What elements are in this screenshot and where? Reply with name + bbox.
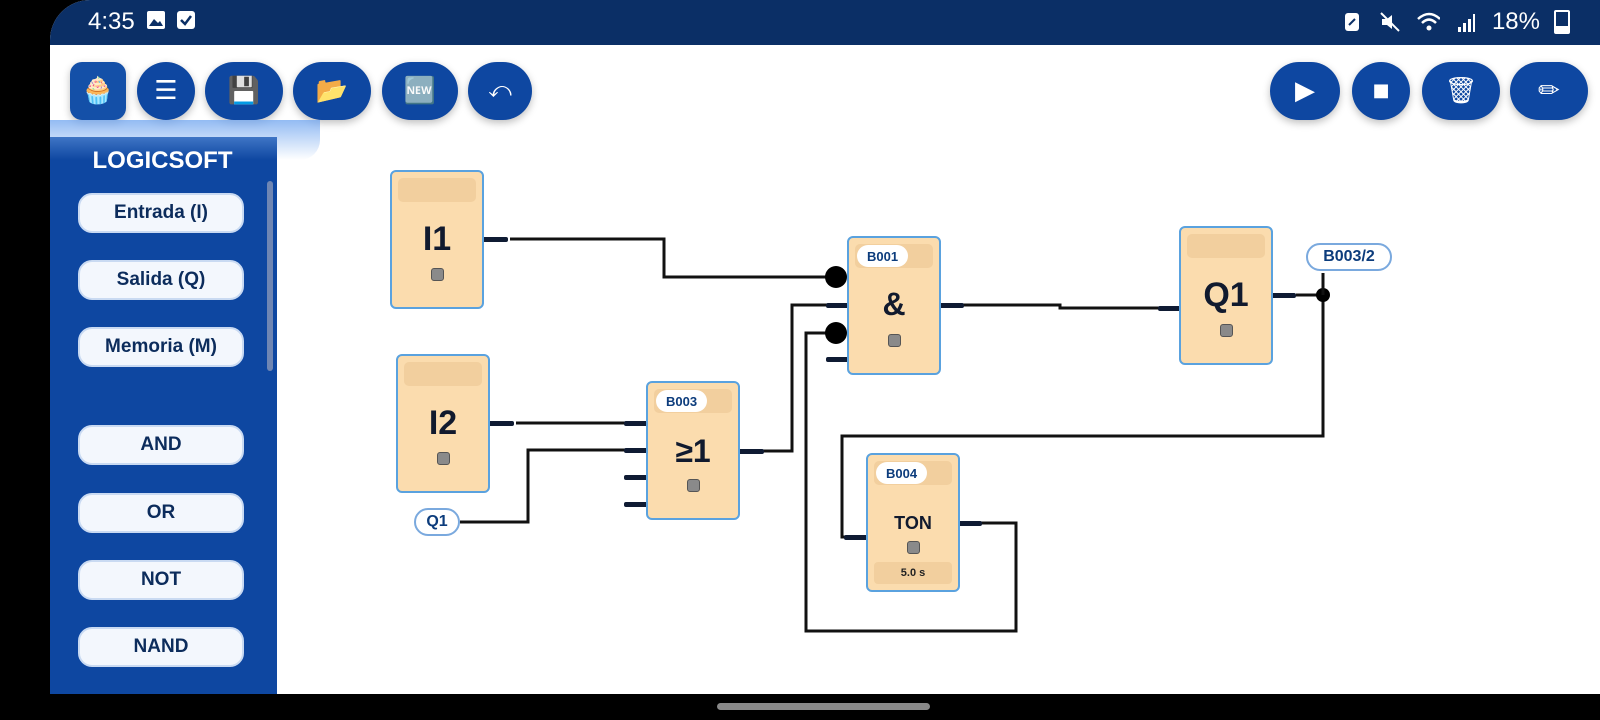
floppy-disk-icon: 💾 [227, 76, 261, 106]
pin [844, 535, 868, 540]
signal-icon [1454, 10, 1478, 34]
brand-title: LOGICSOFT [92, 147, 233, 174]
block-label: & [882, 286, 906, 322]
delete-button[interactable]: 🗑 [1422, 62, 1500, 120]
trash-icon: 🗑 [1444, 76, 1478, 106]
sidebar-item-and[interactable]: AND [78, 425, 244, 465]
block-id-tag: B001 [857, 245, 909, 267]
status-time: 4:35 [88, 8, 135, 35]
status-led [687, 479, 700, 492]
block-i1[interactable]: I1 [390, 170, 484, 309]
sidebar-item-or[interactable]: OR [78, 493, 244, 533]
pin [738, 449, 764, 454]
battery-icon [1554, 10, 1570, 34]
net-label-q1[interactable]: Q1 [414, 508, 460, 536]
battery-percent: 18% [1491, 8, 1540, 35]
check-box-icon [176, 10, 196, 30]
status-led [888, 334, 901, 347]
mute-icon [1378, 10, 1402, 34]
wire-layer [460, 237, 1330, 633]
sidebar-scrollbar[interactable] [267, 181, 273, 371]
sidebar-item-not[interactable]: NOT [78, 560, 244, 600]
status-led [431, 268, 444, 281]
block-label: TON [894, 513, 932, 533]
undo-button[interactable]: ⤺ [468, 62, 532, 120]
status-led [1220, 324, 1233, 337]
stop-button[interactable]: ■ [1352, 62, 1410, 120]
pin [488, 421, 514, 426]
new-icon: 🆕 [403, 76, 437, 106]
block-id-tag: B004 [876, 462, 928, 484]
block-id-tag: B003 [656, 390, 708, 412]
block-label: ≥1 [675, 433, 711, 469]
wire-q1ref-b003 [460, 448, 628, 524]
block-label: I2 [428, 404, 458, 442]
sidebar-item-nand[interactable]: NAND [78, 627, 244, 667]
edit-button[interactable]: ✏ [1510, 62, 1588, 120]
wire-b004-b001 [804, 331, 1018, 633]
status-led [907, 541, 920, 554]
block-i2[interactable]: I2 [396, 354, 490, 493]
sidebar-item-salida[interactable]: Salida (Q) [78, 260, 244, 300]
home-indicator[interactable] [717, 703, 930, 710]
diagram-canvas[interactable]: 🧁 ☰ 💾 📂 🆕 ⤺ ▶ ■ 🗑 ✏ L [50, 45, 1600, 694]
block-label: Q1 [1203, 276, 1249, 314]
wire-b001-q1 [960, 303, 1162, 310]
pin [482, 237, 508, 242]
pin [624, 421, 648, 426]
pin [624, 502, 648, 507]
undo-icon: ⤺ [488, 78, 512, 103]
sidebar-item-entrada[interactable]: Entrada (I) [78, 193, 244, 233]
open-folder-button[interactable]: 📂 [293, 62, 371, 120]
nfc-icon [1340, 10, 1364, 34]
pin [956, 521, 982, 526]
pin [624, 448, 648, 453]
net-label-b003-2[interactable]: B003/2 [1306, 243, 1392, 271]
status-bar: 4:35 18% [50, 0, 1600, 45]
junction-node [825, 266, 847, 288]
timer-value[interactable]: 5.0 s [874, 562, 952, 584]
block-b001[interactable]: B001 & [847, 236, 941, 375]
pin [826, 303, 850, 308]
play-icon: ▶ [1295, 76, 1315, 106]
junction-node [825, 322, 847, 344]
pin [1158, 306, 1182, 311]
new-button[interactable]: 🆕 [382, 62, 458, 120]
menu-icon: ☰ [154, 76, 178, 106]
block-b003[interactable]: B003 ≥1 [646, 381, 740, 520]
play-button[interactable]: ▶ [1270, 62, 1340, 120]
block-q1[interactable]: Q1 [1179, 226, 1273, 365]
save-button[interactable]: 💾 [205, 62, 283, 120]
menu-button[interactable]: ☰ [137, 62, 195, 120]
app-window: 4:35 18% [50, 0, 1600, 694]
block-b004[interactable]: B004 TON 5.0 s [866, 453, 960, 592]
cupcake-button[interactable]: 🧁 [70, 62, 126, 120]
stop-icon: ■ [1372, 80, 1390, 101]
wire-i1-b001 [510, 237, 836, 279]
pin [624, 475, 648, 480]
pencil-icon: ✏ [1538, 76, 1560, 106]
block-label: I1 [422, 220, 452, 258]
pin [826, 357, 850, 362]
sidebar-item-memoria[interactable]: Memoria (M) [78, 327, 244, 367]
folder-icon: 📂 [315, 76, 349, 106]
cupcake-icon: 🧁 [81, 76, 115, 106]
pin [1270, 293, 1296, 298]
wire-b003-b001 [762, 303, 836, 453]
image-icon [146, 10, 166, 30]
wifi-icon [1416, 10, 1440, 34]
pin [938, 303, 964, 308]
status-led [437, 452, 450, 465]
